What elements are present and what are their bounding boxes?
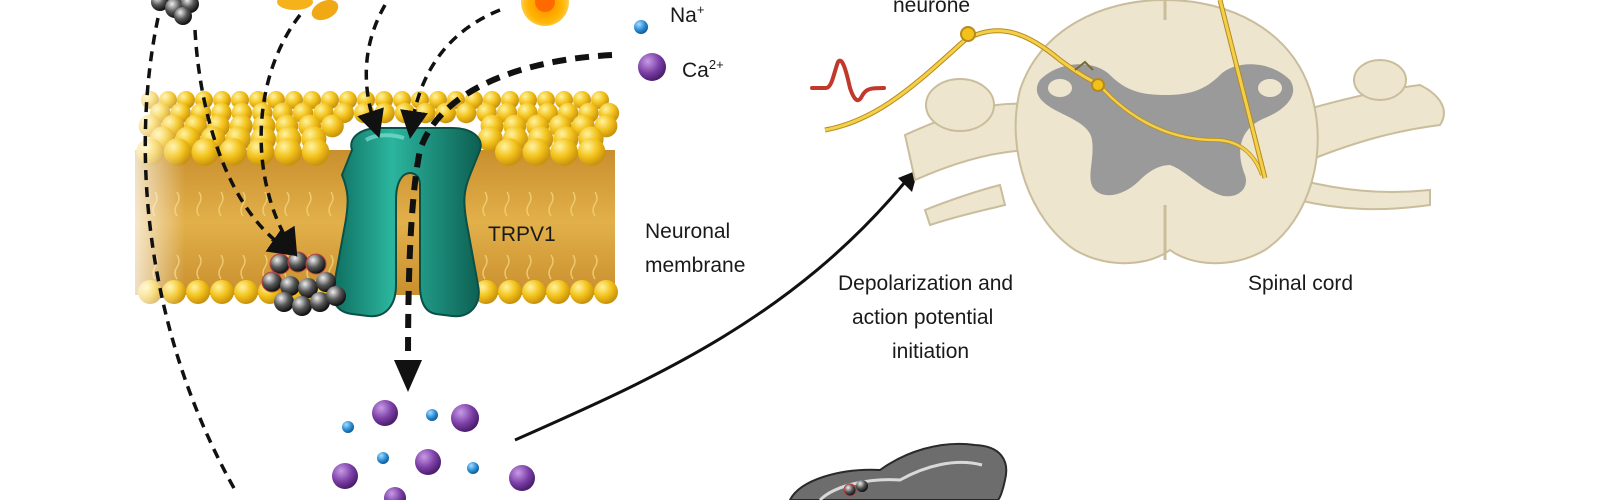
- lipid-tail: [482, 191, 488, 217]
- trpv1-label: TRPV1: [488, 223, 556, 246]
- lipid-tail: [262, 191, 268, 217]
- lipid-head: [234, 280, 258, 304]
- lipid-head: [546, 280, 570, 304]
- lipid-head: [550, 138, 578, 166]
- membrane-label-line1: Neuronal: [645, 220, 730, 243]
- bound-capsaicin-molecule-icon: [261, 251, 346, 316]
- lipid-head: [374, 102, 395, 124]
- lipid-tail: [592, 191, 598, 217]
- lipid-tail: [526, 254, 532, 280]
- lipid-tail: [218, 254, 224, 280]
- lipid-tail: [262, 254, 268, 280]
- lipid-tail: [592, 254, 598, 280]
- lipid-head: [456, 102, 477, 124]
- calcium-ion-icon: [638, 53, 666, 81]
- bottom-structure: [788, 442, 1008, 500]
- lipid-head: [522, 138, 551, 166]
- neurone-label: neurone: [893, 0, 970, 17]
- membrane-label-line2: membrane: [645, 254, 745, 277]
- lipid-tail: [240, 254, 246, 280]
- influx-arrowhead: [394, 360, 422, 392]
- lipid-tail: [196, 191, 202, 217]
- lipid-tail: [570, 254, 576, 280]
- lipid-head: [219, 138, 247, 166]
- lipid-head: [570, 280, 594, 304]
- heat-icon: [521, 0, 569, 26]
- lipid-tail: [240, 191, 246, 217]
- lipid-head: [301, 138, 330, 166]
- lipid-tail: [306, 191, 312, 217]
- lipid-head: [186, 280, 210, 304]
- lipid-tail: [504, 254, 510, 280]
- lipid-head: [495, 138, 523, 166]
- ion-cluster: [332, 400, 535, 500]
- sodium-ion-icon: [634, 20, 648, 34]
- ca-label: Ca2+: [682, 57, 724, 82]
- lipid-head: [210, 280, 234, 304]
- na-label: Na+: [670, 2, 704, 27]
- spinal-cord-label: Spinal cord: [1248, 272, 1353, 295]
- lipid-head: [498, 280, 522, 304]
- lipid-tail: [328, 191, 334, 217]
- lipid-head: [474, 280, 498, 304]
- lipid-tail: [526, 191, 532, 217]
- signal-arrow: [514, 181, 907, 442]
- lipid-head: [477, 126, 503, 152]
- stimulus-blobs: [277, 0, 569, 26]
- action-potential-spike-icon: [810, 58, 886, 103]
- lipid-head: [522, 280, 546, 304]
- lipid-head: [191, 138, 219, 166]
- depolarization-label-line2: action potential: [852, 306, 993, 329]
- lipid-tail: [482, 254, 488, 280]
- lipid-head: [394, 102, 416, 124]
- capsaicin-molecule-icon: [151, 0, 199, 25]
- lipid-tail: [504, 191, 510, 217]
- lipid-tail: [548, 191, 554, 217]
- depolarization-label-line1: Depolarization and: [838, 272, 1013, 295]
- lipid-head: [577, 138, 606, 166]
- lipid-tail: [570, 191, 576, 217]
- lipid-tail: [196, 254, 202, 280]
- lipid-head: [274, 138, 302, 166]
- spinal-cord: [903, 0, 1445, 265]
- dashed-arrows: [143, 4, 613, 491]
- lipid-tail: [284, 191, 290, 217]
- lipid-head: [594, 280, 618, 304]
- lipid-tail: [218, 191, 224, 217]
- depolarization-label-line3: initiation: [892, 340, 969, 363]
- lipid-head: [321, 114, 344, 138]
- lipid-head: [415, 102, 436, 124]
- trpv1-channel: [331, 127, 482, 318]
- sensory-neurone-fibre: [824, 0, 1268, 179]
- lipid-tail: [548, 254, 554, 280]
